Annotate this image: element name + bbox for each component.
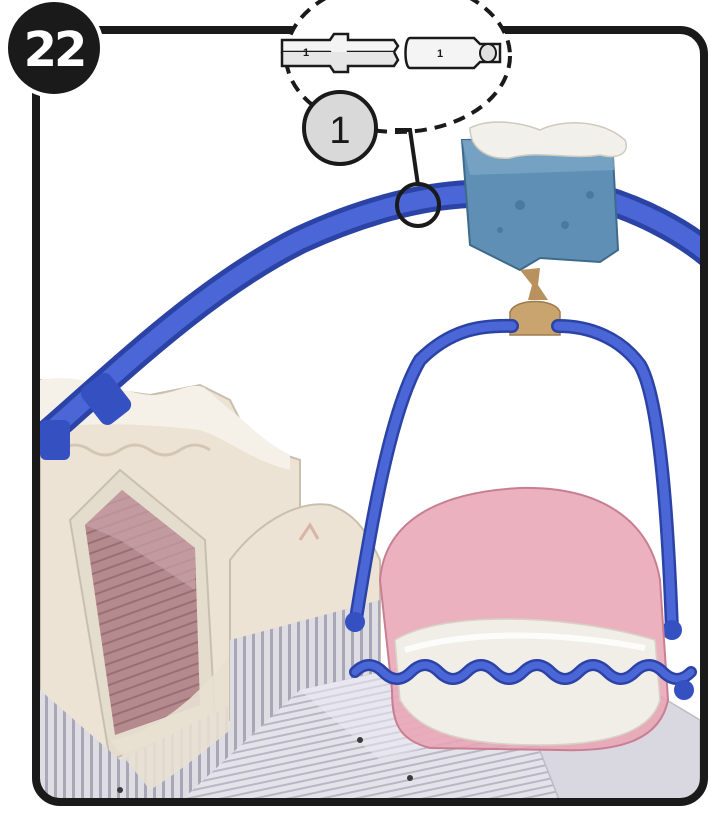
step-badge: 22: [6, 0, 102, 96]
callout-number: 1: [329, 110, 350, 152]
part-label: 1: [437, 48, 443, 60]
connector-part-left: 1: [282, 34, 398, 72]
part-label: 1: [303, 47, 309, 59]
swing-seat: [380, 488, 668, 750]
cloud-block: [462, 122, 626, 270]
callout-number-marker: 1: [304, 92, 376, 164]
step-number: 22: [24, 22, 85, 78]
